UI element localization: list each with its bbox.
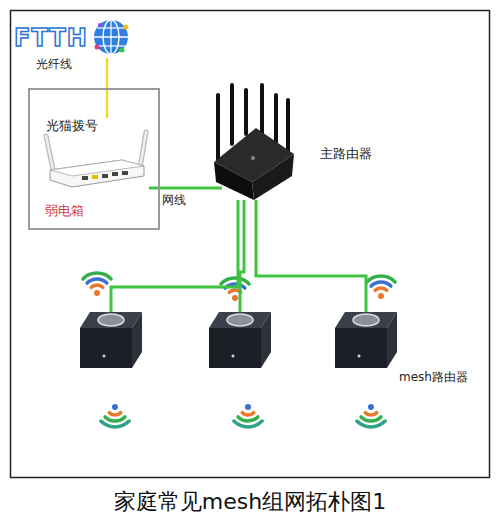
wifi-symbol — [83, 273, 111, 296]
wifi-symbol — [234, 404, 262, 427]
art-shape — [371, 282, 391, 286]
art-shape — [103, 355, 106, 358]
art-shape — [122, 171, 128, 175]
art-shape — [251, 156, 255, 160]
frame — [11, 11, 490, 478]
art-shape — [221, 278, 249, 284]
art-shape — [286, 100, 290, 154]
art-shape — [50, 160, 144, 187]
mesh-router — [209, 312, 271, 368]
art-shape — [94, 20, 128, 54]
art-shape — [132, 312, 142, 368]
art-shape — [120, 48, 125, 53]
art-shape — [101, 421, 129, 427]
art-shape — [98, 314, 124, 326]
connector-label: 光纤线 — [36, 57, 72, 71]
art-shape — [230, 85, 234, 144]
mesh-router: mesh路由器 — [335, 312, 397, 368]
node-label: 弱电箱 — [45, 203, 84, 219]
art-shape — [358, 355, 361, 358]
art-shape — [227, 314, 253, 326]
node-label: 主路由器 — [320, 146, 372, 162]
mesh-router-illustration — [209, 312, 271, 368]
wifi-symbol — [367, 276, 395, 299]
art-shape — [375, 288, 386, 290]
art-shape — [274, 95, 278, 142]
art-shape — [238, 417, 258, 421]
art-shape — [216, 95, 220, 160]
art-shape — [357, 421, 385, 427]
mesh-router — [80, 312, 142, 368]
art-shape — [95, 45, 100, 50]
art-shape — [83, 273, 111, 279]
cable-line — [240, 200, 244, 312]
art-shape — [365, 413, 376, 415]
art-shape — [335, 328, 387, 368]
art-shape — [110, 20, 111, 54]
wifi-symbol — [101, 404, 129, 427]
optical-modem: 光猫拨号 — [44, 118, 149, 188]
art-shape — [50, 160, 144, 176]
art-shape — [209, 312, 271, 328]
art-shape — [98, 23, 102, 27]
node-label: FTTH — [14, 24, 88, 53]
art-shape — [91, 285, 102, 287]
fiber-source: FTTH — [14, 18, 134, 58]
art-shape — [140, 132, 146, 168]
art-shape — [94, 290, 100, 296]
art-shape — [92, 175, 98, 179]
art-shape — [335, 312, 397, 328]
art-shape — [387, 312, 397, 368]
art-shape — [80, 312, 142, 328]
art-shape — [109, 413, 120, 415]
main-router: 主路由器 — [222, 82, 294, 200]
art-shape — [252, 154, 294, 200]
wifi-symbol — [357, 404, 385, 427]
art-shape — [214, 162, 254, 200]
art-shape — [232, 355, 235, 358]
art-shape — [361, 417, 381, 421]
art-shape — [80, 328, 132, 368]
art-shape — [244, 90, 248, 134]
art-shape — [140, 132, 146, 168]
art-shape — [105, 417, 125, 421]
art-shape — [245, 404, 251, 410]
enclosure-box: 弱电箱光猫拨号 — [28, 88, 160, 230]
art-shape — [232, 295, 238, 301]
art-shape — [234, 421, 262, 427]
art-shape — [112, 404, 118, 410]
mesh-router-illustration — [335, 312, 397, 368]
connector-label: 网线 — [162, 193, 186, 207]
art-shape — [261, 312, 271, 368]
art-shape — [260, 85, 264, 134]
cable-line — [256, 200, 366, 312]
art-shape — [353, 314, 379, 326]
node-label: mesh路由器 — [399, 370, 468, 384]
art-shape — [82, 176, 88, 180]
art-shape — [112, 172, 118, 176]
art-shape — [87, 279, 107, 283]
art-shape — [378, 293, 384, 299]
wifi-symbol — [221, 278, 249, 301]
art-shape — [367, 276, 395, 282]
art-shape — [46, 136, 54, 174]
art-shape — [102, 174, 108, 178]
art-shape — [46, 136, 54, 174]
router-illustration — [222, 82, 294, 200]
art-shape — [242, 413, 253, 415]
mesh-router-illustration — [80, 312, 142, 368]
figure-caption: 家庭常见mesh组网拓朴图1 — [0, 489, 500, 515]
art-shape — [124, 25, 129, 30]
art-shape — [368, 404, 374, 410]
node-label: 光猫拨号 — [46, 118, 98, 134]
art-shape — [209, 328, 261, 368]
cable-line — [111, 200, 238, 312]
